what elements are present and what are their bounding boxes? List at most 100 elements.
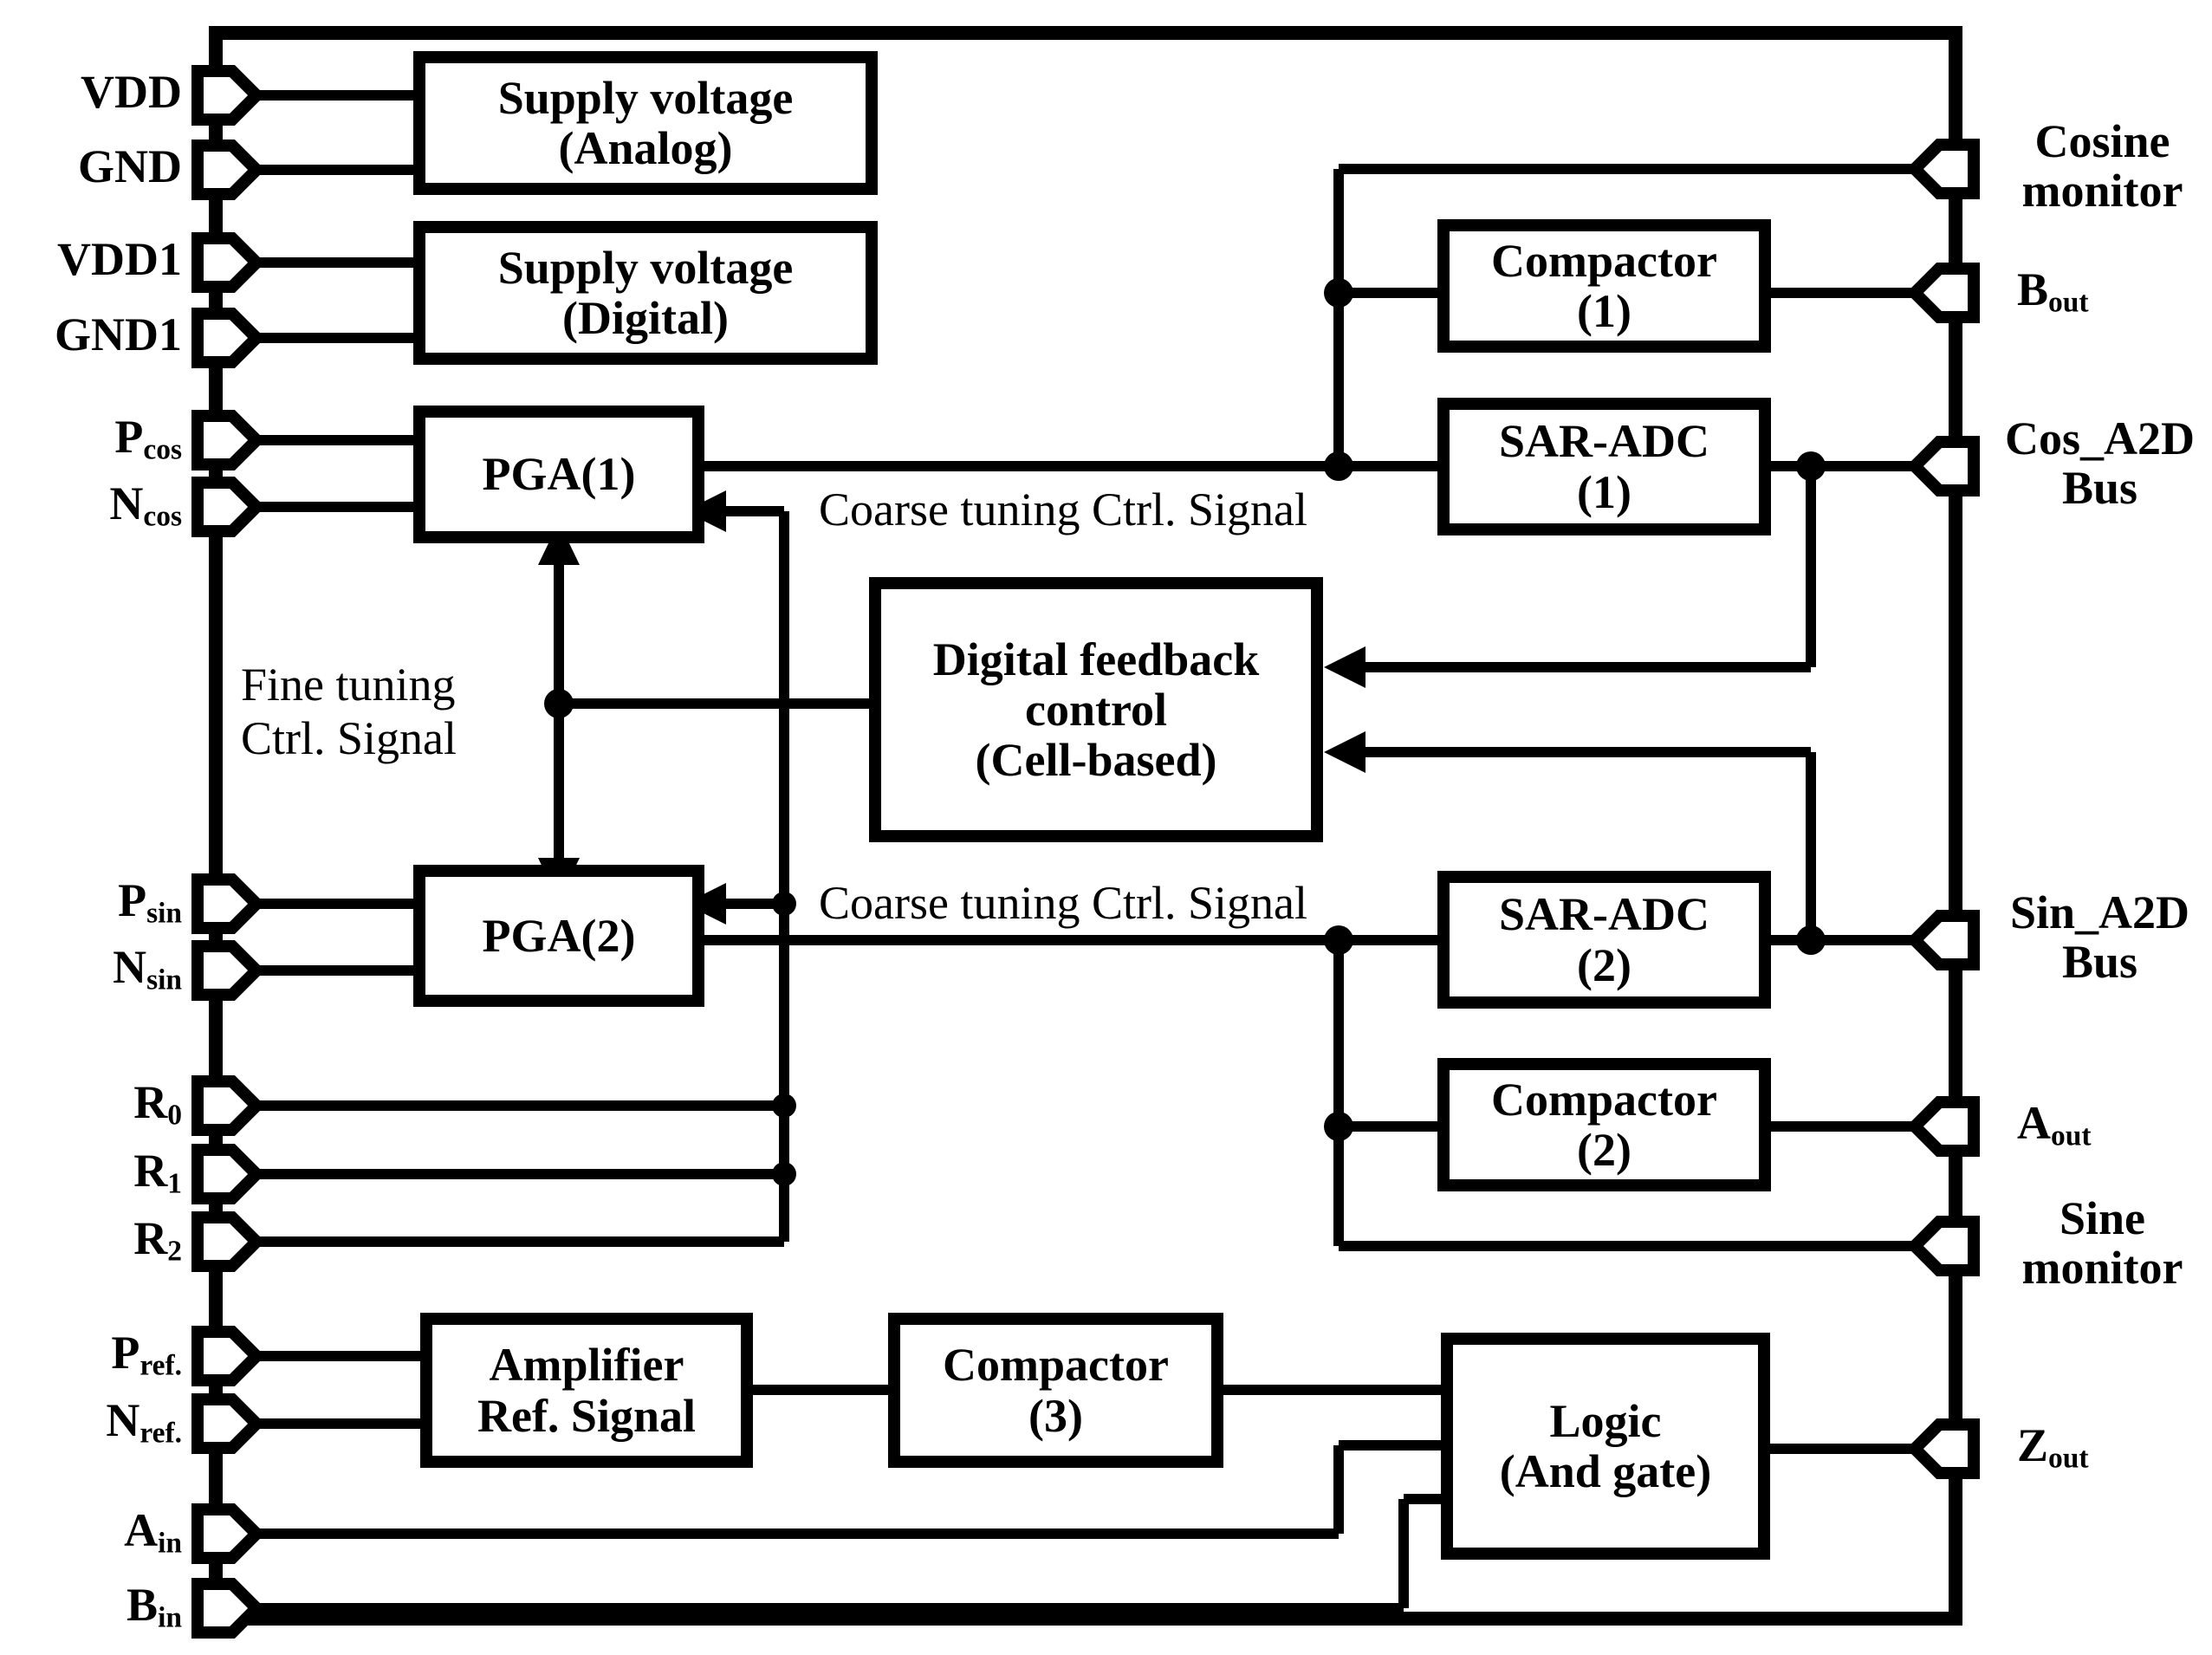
ain-bin-paths <box>243 1440 1447 1613</box>
block-compactor2-line1: Compactor <box>1491 1073 1717 1126</box>
reference-resistor-bus <box>243 511 796 1247</box>
sin-path <box>698 925 1936 1251</box>
pin-cos-a2d-line1: Cos_A2D <box>2004 412 2195 464</box>
pin-label-ain: Ain <box>0 1505 182 1560</box>
block-rect-logic <box>1441 1333 1770 1560</box>
block-supply-digital-line2: (Digital) <box>562 292 729 344</box>
block-pga2: PGA(2) <box>419 871 698 1001</box>
pin-sin-a2d-line1: Sin_A2D <box>2009 886 2190 938</box>
pin-r0-sub: 0 <box>167 1099 182 1132</box>
pin-label-cos-a2d-bus: Cos_A2D Bus <box>1988 414 2212 512</box>
block-dfc-line2: control <box>1025 683 1167 736</box>
block-logic-line1: Logic <box>1549 1394 1662 1447</box>
pin-label-r2: R2 <box>0 1212 182 1268</box>
block-amp-ref-line1: Amplifier <box>489 1339 684 1392</box>
coarse-tuning-arrows <box>684 490 796 925</box>
pin-vdd-base: VDD <box>81 66 182 118</box>
pin-pcos-sub: cos <box>143 433 182 466</box>
pin-label-bout: Bout <box>2017 263 2089 319</box>
pin-label-vdd: VDD <box>0 66 182 118</box>
annotation-fine-tuning: Fine tuning Ctrl. Signal <box>241 659 535 765</box>
pin-bout-sub: out <box>2048 286 2089 319</box>
block-dfc-line3: (Cell-based) <box>975 734 1217 787</box>
pin-label-sine-monitor: Sine monitor <box>1993 1194 2212 1292</box>
pin-pref-sub: ref. <box>139 1349 182 1382</box>
block-supply-digital: Supply voltage (Digital) <box>419 227 872 359</box>
block-rect-pga1 <box>413 406 704 543</box>
block-compactor2-line2: (2) <box>1577 1124 1631 1176</box>
block-sar-adc2-line1: SAR-ADC <box>1499 888 1709 941</box>
annotation-coarse-tuning-2: Coarse tuning Ctrl. Signal <box>819 877 1307 931</box>
pin-zout-sub: out <box>2048 1442 2089 1475</box>
block-rect-sar-adc1 <box>1437 398 1771 535</box>
pin-label-gnd: GND <box>0 140 182 192</box>
pin-cosine-monitor-line1: Cosine <box>2034 115 2170 167</box>
block-compactor1-line1: Compactor <box>1491 234 1717 287</box>
block-rect-sar-adc2 <box>1437 871 1771 1009</box>
cos-path <box>698 164 1936 481</box>
block-pga1-label: PGA(1) <box>482 448 636 501</box>
block-sar-adc1-line2: (1) <box>1577 465 1631 518</box>
pin-label-r1: R1 <box>0 1146 182 1199</box>
block-rect-amp-ref <box>420 1313 753 1468</box>
block-pga1: PGA(1) <box>419 412 698 537</box>
pin-pcos-base: P <box>114 411 144 463</box>
pin-label-zout: Zout <box>2017 1419 2089 1475</box>
block-compactor1-line2: (1) <box>1577 285 1631 337</box>
pin-nsin-base: N <box>113 941 147 993</box>
block-compactor3-line1: Compactor <box>943 1339 1169 1392</box>
pin-ain-sub: in <box>158 1527 182 1560</box>
pin-r2-sub: 2 <box>167 1235 182 1268</box>
pin-bin-sub: in <box>158 1601 182 1634</box>
pin-sine-monitor-line2: monitor <box>2021 1241 2183 1294</box>
block-compactor3-line2: (3) <box>1028 1389 1083 1442</box>
pin-sine-monitor-line1: Sine <box>2059 1192 2146 1244</box>
pin-cosine-monitor-line2: monitor <box>2021 164 2183 217</box>
pin-vdd1-base: VDD1 <box>57 233 182 285</box>
block-rect-pga2 <box>413 865 704 1007</box>
left-pin-wires <box>243 90 426 1429</box>
pin-nref-sub: ref. <box>139 1417 182 1450</box>
pin-r1-base: R <box>133 1145 168 1197</box>
block-compactor2: Compactor (2) <box>1443 1064 1765 1185</box>
pin-psin-base: P <box>118 874 147 926</box>
block-sar-adc1: SAR-ADC (1) <box>1443 404 1765 529</box>
annotation-coarse-tuning-1-text: Coarse tuning Ctrl. Signal <box>819 484 1307 535</box>
pin-bin-base: B <box>126 1579 159 1631</box>
block-rect-supply-digital <box>413 221 878 365</box>
block-dfc-line1: Digital feedback <box>932 633 1260 685</box>
block-rect-compactor1 <box>1437 219 1771 353</box>
left-pin-connectors <box>191 65 265 1639</box>
block-rect-compactor3 <box>888 1313 1223 1468</box>
pin-label-pref: Pref. <box>0 1327 182 1382</box>
block-amp-ref-line2: Ref. Signal <box>477 1389 697 1442</box>
pin-label-bin: Bin <box>0 1580 182 1633</box>
fine-tuning-double-arrow <box>538 522 875 901</box>
pin-bout-base: B <box>2017 263 2049 315</box>
block-logic-and-gate: Logic (And gate) <box>1447 1339 1764 1554</box>
pin-label-gnd1: GND1 <box>0 309 182 360</box>
chip-boundary <box>209 26 1962 1626</box>
pin-gnd-base: GND <box>78 140 182 192</box>
pin-label-nref: Nref. <box>0 1395 182 1450</box>
block-sar-adc1-line1: SAR-ADC <box>1499 415 1709 468</box>
block-logic-line2: (And gate) <box>1499 1445 1712 1497</box>
pin-label-aout: Aout <box>2017 1098 2092 1152</box>
pin-pref-base: P <box>111 1327 140 1379</box>
pin-ncos-base: N <box>109 477 144 529</box>
block-compactor1: Compactor (1) <box>1443 225 1765 347</box>
pin-zout-base: Z <box>2017 1419 2049 1471</box>
pin-nsin-sub: sin <box>146 964 182 996</box>
annotation-coarse-tuning-2-text: Coarse tuning Ctrl. Signal <box>819 877 1307 929</box>
block-supply-analog-line1: Supply voltage <box>497 71 794 124</box>
block-rect-compactor2 <box>1437 1058 1771 1191</box>
pin-aout-sub: out <box>2051 1120 2092 1152</box>
pin-cos-a2d-line2: Bus <box>2061 461 2138 514</box>
pin-r2-base: R <box>133 1212 168 1264</box>
block-compactor3: Compactor (3) <box>894 1319 1217 1462</box>
block-amplifier-ref-signal: Amplifier Ref. Signal <box>426 1319 747 1462</box>
pin-label-r0: R0 <box>0 1077 182 1132</box>
pin-label-ncos: Ncos <box>0 477 182 532</box>
block-pga2-label: PGA(2) <box>482 909 636 962</box>
